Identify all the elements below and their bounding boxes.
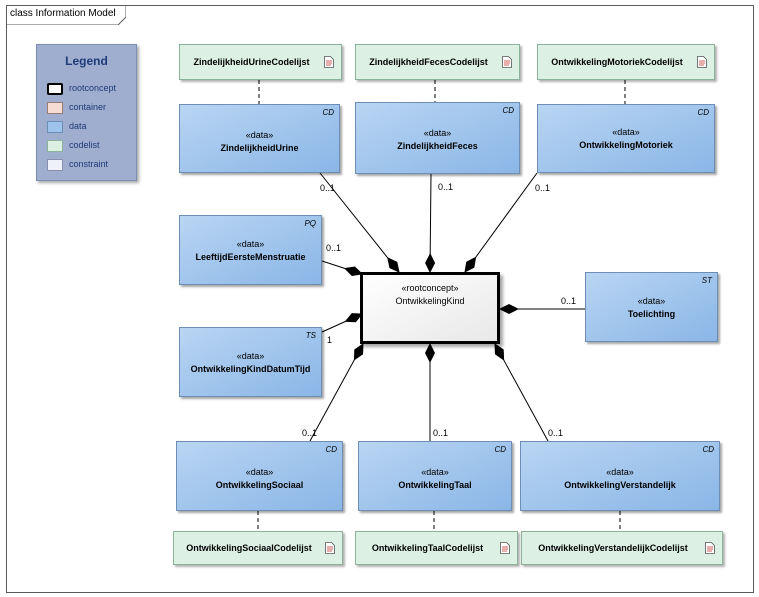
legend-title: Legend xyxy=(65,54,108,68)
stereotype-label: «data» xyxy=(236,351,265,361)
data-node-zindelijkheid-urine[interactable]: CD «data» ZindelijkheidUrine xyxy=(179,104,340,173)
document-icon xyxy=(705,542,715,554)
stereotype-label: «data» xyxy=(423,128,452,138)
legend-swatch-data xyxy=(47,121,63,133)
stereotype-label: «data» xyxy=(236,239,265,249)
legend-item-rootconcept: rootconcept xyxy=(47,83,137,97)
composition-link-feces xyxy=(425,173,436,273)
frame-title: class Information Model xyxy=(10,8,116,19)
datatype-label: CD xyxy=(494,445,506,454)
data-node-leeftijd-eerste-menstruatie[interactable]: PQ «data» LeeftijdEersteMenstruatie xyxy=(179,215,322,285)
multiplicity-datum: 1 xyxy=(327,335,333,345)
class-name: OntwikkelingKind xyxy=(395,296,465,306)
document-icon xyxy=(500,542,510,554)
multiplicity-taal: 0..1 xyxy=(433,428,449,438)
class-name: Toelichting xyxy=(627,309,676,319)
frame-title-tab xyxy=(6,5,126,25)
datatype-label: TS xyxy=(305,331,316,340)
legend-item-container: container xyxy=(47,102,137,116)
multiplicity-urine: 0..1 xyxy=(320,183,336,193)
stereotype-label: «rootconcept» xyxy=(401,283,459,293)
codelist-name: OntwikkelingMotoriekCodelijst xyxy=(551,57,683,67)
datatype-label: CD xyxy=(702,445,714,454)
codelist-name: ZindelijkheidFecesCodelijst xyxy=(369,57,488,67)
codelist-ontwikkeling-sociaal[interactable]: OntwikkelingSociaalCodelijst xyxy=(173,531,343,565)
class-name: OntwikkelingSociaal xyxy=(215,480,304,490)
legend-label: constraint xyxy=(69,159,109,169)
codelist-zindelijkheid-feces[interactable]: ZindelijkheidFecesCodelijst xyxy=(355,44,520,80)
data-node-ontwikkeling-sociaal[interactable]: CD «data» OntwikkelingSociaal xyxy=(176,441,343,511)
datatype-label: CD xyxy=(325,445,337,454)
codelist-name: OntwikkelingTaalCodelijst xyxy=(371,543,484,553)
legend-label: codelist xyxy=(69,140,100,150)
codelist-name: OntwikkelingVerstandelijkCodelijst xyxy=(538,543,688,553)
legend-item-constraint: constraint xyxy=(47,159,137,173)
composition-link-menstr xyxy=(321,260,363,276)
datatype-label: ST xyxy=(701,276,712,285)
legend-swatch-constraint xyxy=(47,159,63,171)
legend-item-codelist: codelist xyxy=(47,140,137,154)
legend-label: container xyxy=(69,102,107,112)
composition-link-datum xyxy=(321,313,363,333)
class-name: ZindelijkheidUrine xyxy=(220,143,299,153)
datatype-label: CD xyxy=(322,108,334,117)
document-icon xyxy=(502,56,512,68)
data-node-ontwikkeling-taal[interactable]: CD «data» OntwikkelingTaal xyxy=(358,441,512,511)
multiplicity-menstr: 0..1 xyxy=(326,243,342,253)
class-name: OntwikkelingTaal xyxy=(398,480,472,490)
legend-item-data: data xyxy=(47,121,137,135)
document-icon xyxy=(697,56,707,68)
document-icon xyxy=(325,542,335,554)
stereotype-label: «data» xyxy=(245,130,274,140)
data-node-ontwikkeling-motoriek[interactable]: CD «data» OntwikkelingMotoriek xyxy=(537,104,715,173)
document-icon xyxy=(324,56,334,68)
stereotype-label: «data» xyxy=(637,296,666,306)
legend-swatch-container xyxy=(47,102,63,114)
data-node-ontwikkeling-verstandelijk[interactable]: CD «data» OntwikkelingVerstandelijk xyxy=(520,441,720,511)
data-node-ontwikkeling-kind-datum-tijd[interactable]: TS «data» OntwikkelingKindDatumTijd xyxy=(179,327,322,397)
codelist-name: OntwikkelingSociaalCodelijst xyxy=(186,543,312,553)
codelist-ontwikkeling-verstandelijk[interactable]: OntwikkelingVerstandelijkCodelijst xyxy=(521,531,723,565)
multiplicity-toel: 0..1 xyxy=(561,296,577,306)
datatype-label: PQ xyxy=(304,219,316,228)
class-name: OntwikkelingKindDatumTijd xyxy=(190,364,311,374)
data-node-zindelijkheid-feces[interactable]: CD «data» ZindelijkheidFeces xyxy=(355,102,520,174)
stereotype-label: «data» xyxy=(612,127,640,137)
class-name: OntwikkelingMotoriek xyxy=(579,140,673,150)
codelist-ontwikkeling-motoriek[interactable]: OntwikkelingMotoriekCodelijst xyxy=(537,44,715,80)
root-concept-ontwikkeling-kind[interactable]: «rootconcept» OntwikkelingKind xyxy=(360,272,500,344)
legend-label: data xyxy=(69,121,87,131)
datatype-label: CD xyxy=(502,106,514,115)
multiplicity-verst: 0..1 xyxy=(548,428,564,438)
legend: Legend rootconcept container data codeli… xyxy=(36,44,137,181)
stereotype-label: «data» xyxy=(606,467,634,477)
codelist-name: ZindelijkheidUrineCodelijst xyxy=(193,57,310,67)
stereotype-label: «data» xyxy=(245,467,274,477)
composition-link-verst xyxy=(494,343,549,442)
codelist-zindelijkheid-urine[interactable]: ZindelijkheidUrineCodelijst xyxy=(179,44,342,80)
class-name: LeeftijdEersteMenstruatie xyxy=(195,252,306,262)
multiplicity-feces: 0..1 xyxy=(438,182,454,192)
composition-link-motoriek xyxy=(464,172,538,273)
class-name: OntwikkelingVerstandelijk xyxy=(564,480,676,490)
composition-link-urine xyxy=(319,172,400,273)
multiplicity-sociaal: 0..1 xyxy=(302,428,318,438)
stereotype-label: «data» xyxy=(421,467,449,477)
multiplicity-motoriek: 0..1 xyxy=(535,183,551,193)
class-name: ZindelijkheidFeces xyxy=(397,141,478,151)
datatype-label: CD xyxy=(697,108,709,117)
composition-link-sociaal xyxy=(309,343,364,442)
codelist-ontwikkeling-taal[interactable]: OntwikkelingTaalCodelijst xyxy=(355,531,518,565)
data-node-toelichting[interactable]: ST «data» Toelichting xyxy=(585,272,718,342)
legend-swatch-rootconcept xyxy=(47,83,63,95)
legend-label: rootconcept xyxy=(69,83,117,93)
legend-swatch-codelist xyxy=(47,140,63,152)
